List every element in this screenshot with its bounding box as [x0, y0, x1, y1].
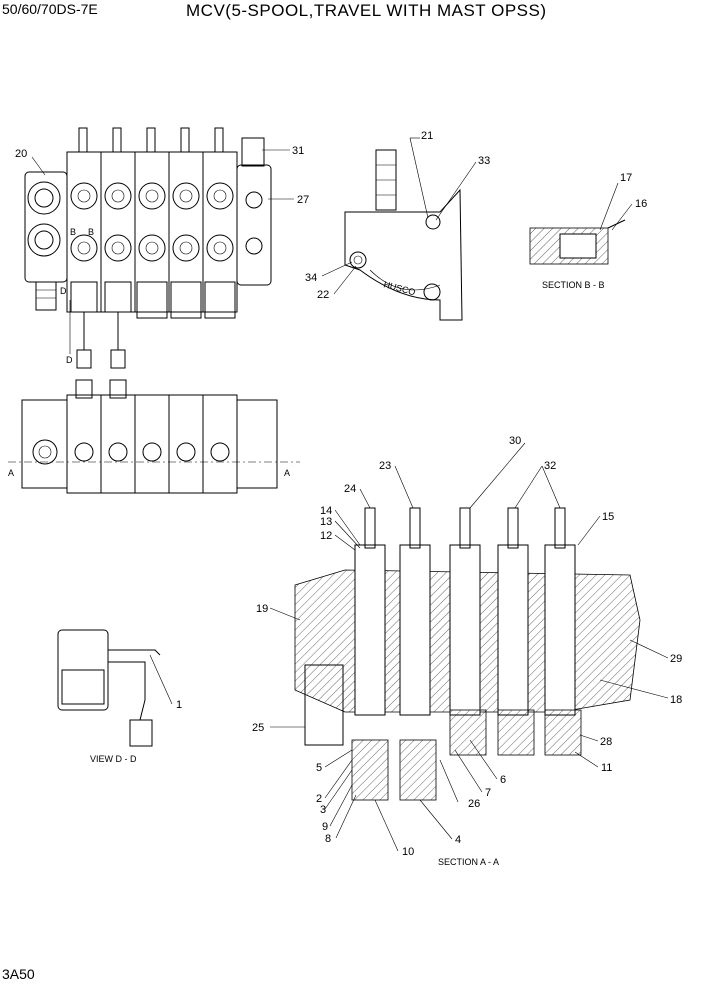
section-aa: SECTION A - A: [294, 507, 641, 867]
caption-section-bb: SECTION B - B: [542, 280, 605, 290]
callout-8: 8: [325, 833, 331, 845]
valve-side-view: HUSCO: [344, 149, 463, 321]
valve-top-view: A A: [8, 379, 300, 494]
section-mark-b-left: B: [70, 227, 76, 237]
view-dd: VIEW D - D: [57, 629, 161, 764]
caption-view-dd: VIEW D - D: [90, 754, 137, 764]
callout-3: 3: [320, 804, 326, 816]
callout-25: 25: [252, 722, 264, 734]
callout-15: 15: [602, 511, 614, 523]
callout-9: 9: [322, 821, 328, 833]
callout-7: 7: [485, 787, 491, 799]
callout-21: 21: [421, 130, 433, 142]
callout-32: 32: [544, 460, 556, 472]
callout-2: 2: [316, 793, 322, 805]
section-bb: SECTION B - B: [529, 219, 626, 290]
section-mark-d-bottom: D: [66, 355, 73, 365]
spool-sections-front: [66, 127, 238, 319]
callout-labels: 1 2 3 4 5 6 7 8 9 10 11 12 13 14 15 16 1…: [15, 130, 682, 858]
callout-31: 31: [292, 145, 304, 157]
callout-20: 20: [15, 148, 27, 160]
leader-lines: [31, 137, 669, 852]
callout-33: 33: [478, 155, 490, 167]
section-mark-d-top: D: [60, 286, 67, 296]
callout-1: 1: [176, 699, 182, 711]
callout-29: 29: [670, 653, 682, 665]
callout-23: 23: [379, 460, 391, 472]
page-code: 3A50: [2, 966, 35, 982]
callout-22: 22: [317, 289, 329, 301]
callout-26: 26: [468, 798, 480, 810]
model-number: 50/60/70DS-7E: [2, 1, 98, 17]
callout-12: 12: [320, 530, 332, 542]
callout-13: 13: [320, 516, 332, 528]
section-mark-b-right: B: [88, 227, 94, 237]
callout-19: 19: [256, 603, 268, 615]
callout-17: 17: [620, 172, 632, 184]
callout-28: 28: [600, 736, 612, 748]
callout-18: 18: [670, 694, 682, 706]
section-mark-a-left: A: [8, 468, 14, 478]
page-title: MCV(5-SPOOL,TRAVEL WITH MAST OPSS): [186, 1, 547, 20]
callout-10: 10: [402, 846, 414, 858]
valve-front-view: B B D D: [24, 127, 272, 369]
callout-34: 34: [305, 272, 317, 284]
callout-30: 30: [509, 435, 521, 447]
callout-24: 24: [344, 483, 356, 495]
callout-16: 16: [635, 198, 647, 210]
callout-14: 14: [320, 505, 332, 517]
callout-27: 27: [297, 194, 309, 206]
section-mark-a-right: A: [284, 468, 290, 478]
callout-6: 6: [500, 774, 506, 786]
callout-11: 11: [601, 762, 612, 774]
callout-4: 4: [455, 834, 461, 846]
caption-section-aa: SECTION A - A: [438, 857, 499, 867]
casting-mark: HUSCO: [382, 279, 416, 297]
callout-5: 5: [316, 762, 322, 774]
